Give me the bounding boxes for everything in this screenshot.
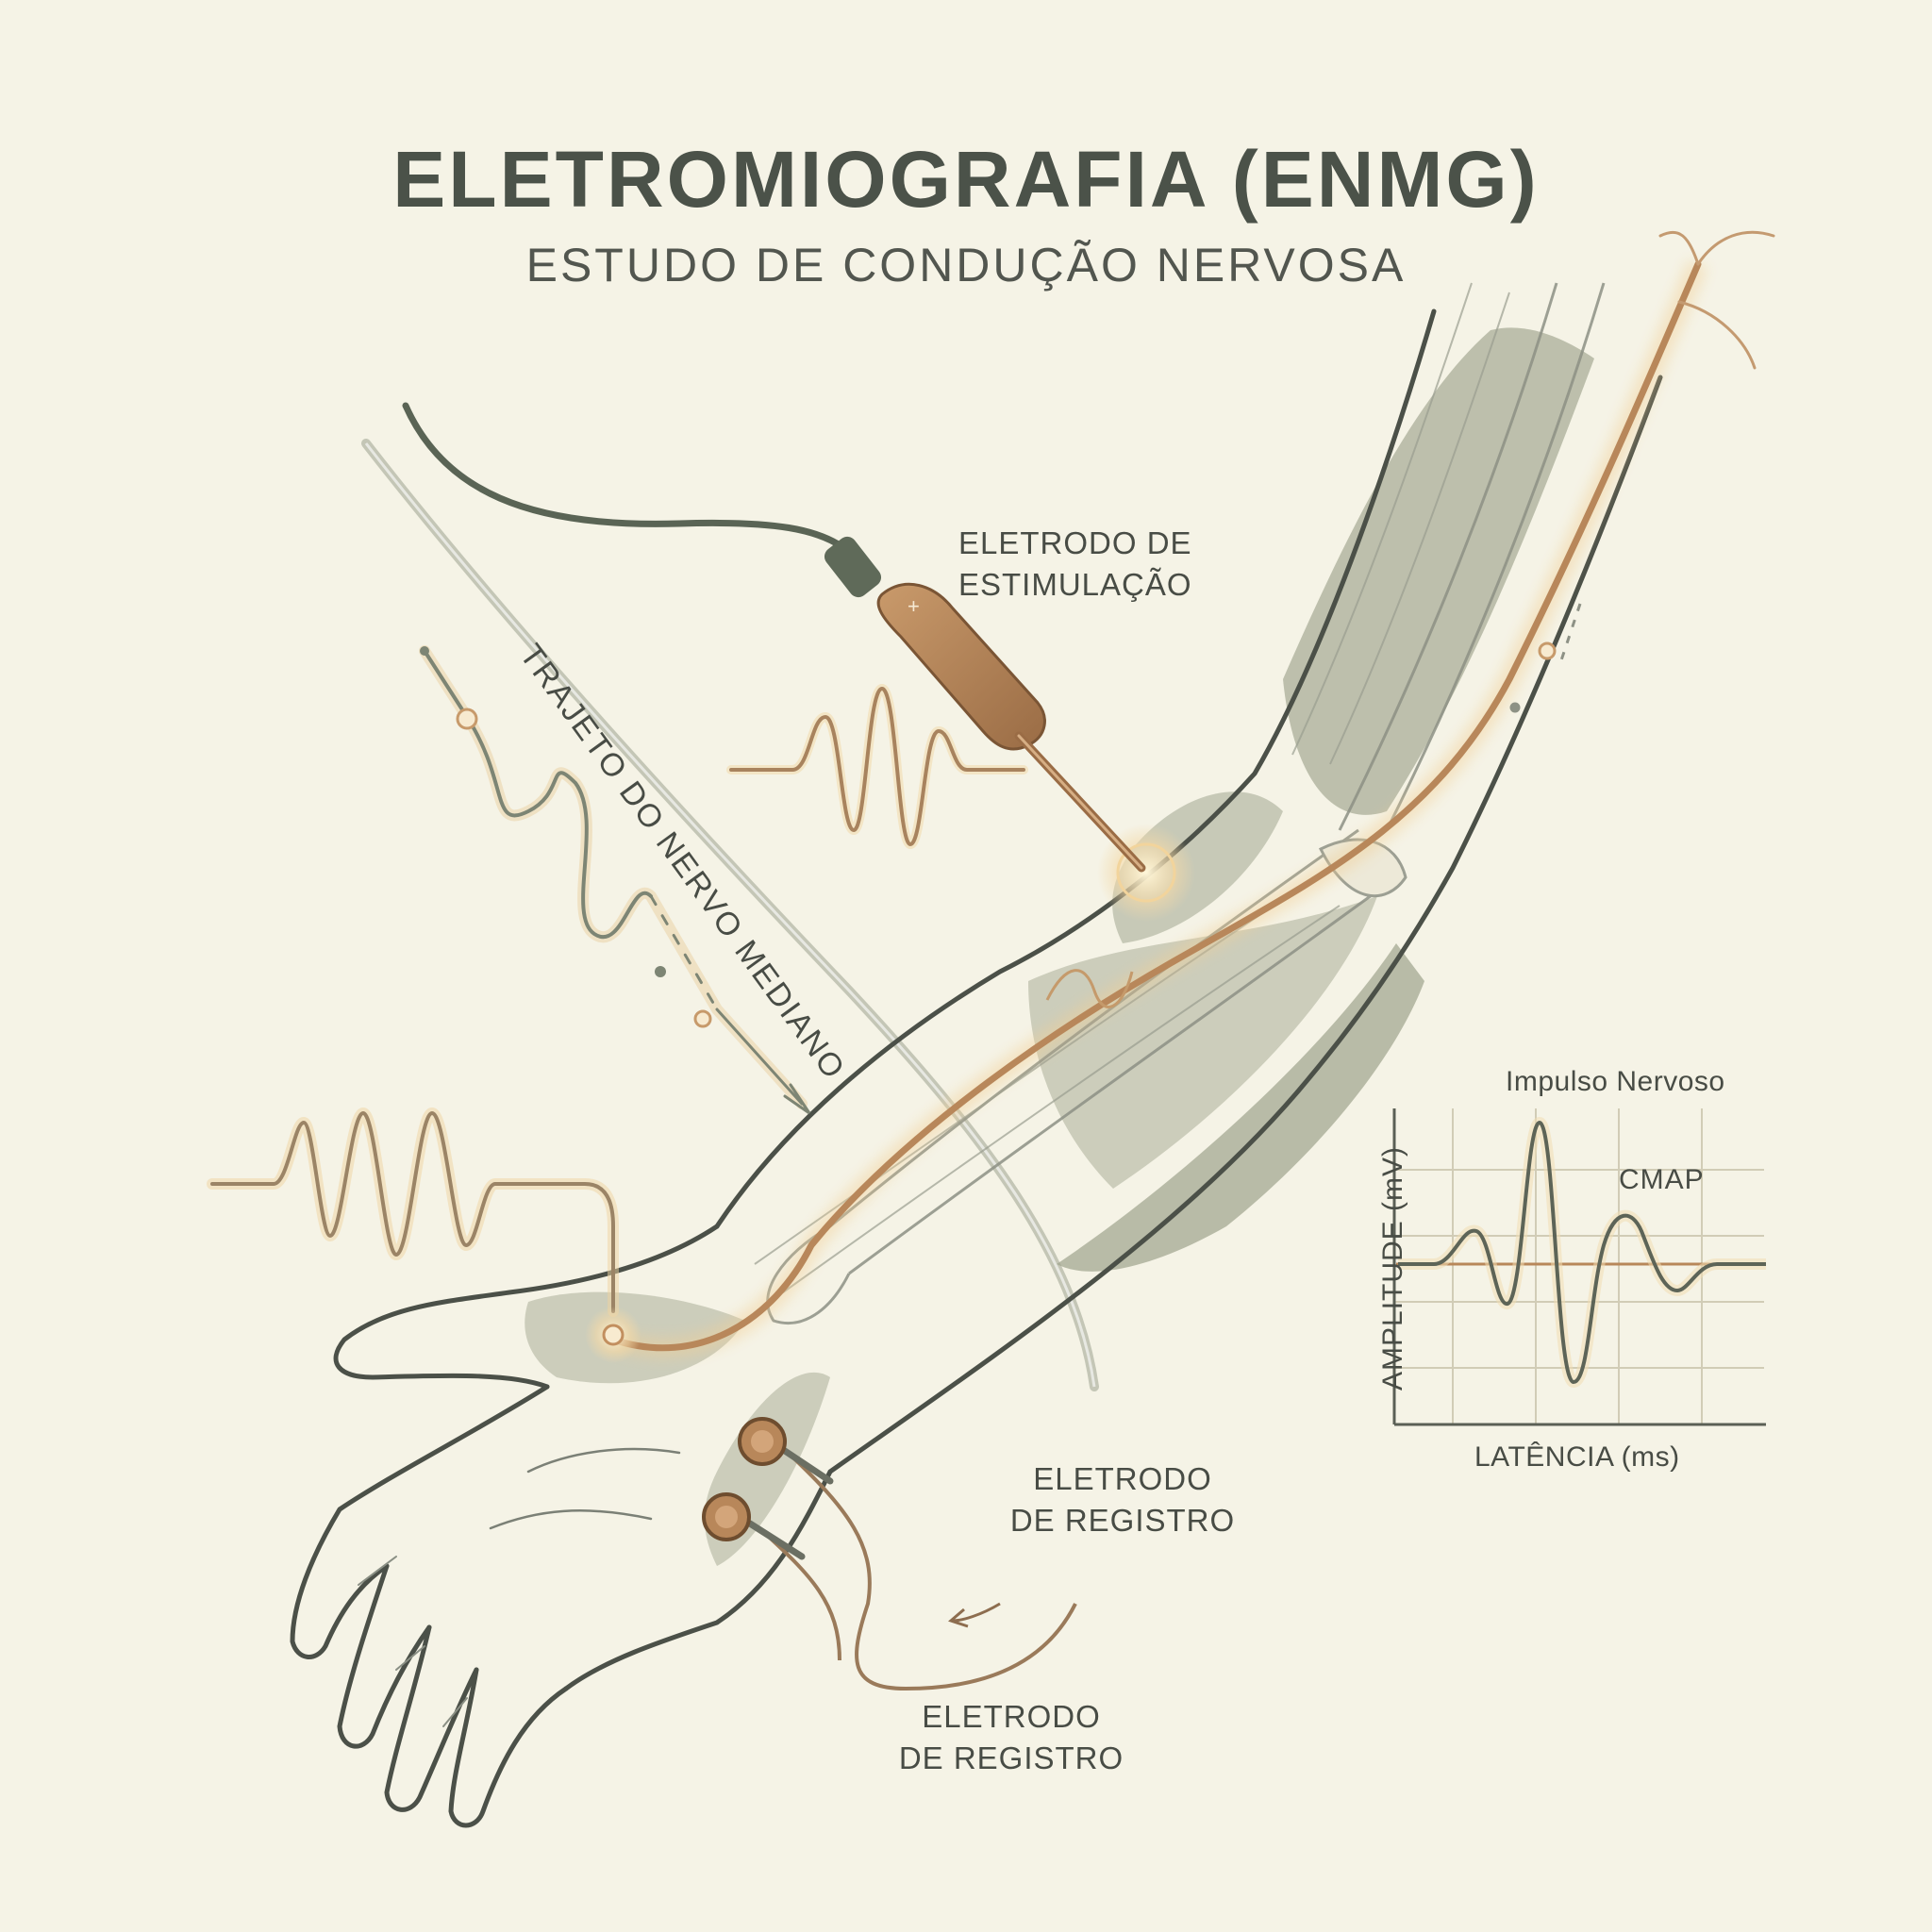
stimulating-electrode-label: ELETRODO DE ESTIMULAÇÃO (958, 525, 1192, 602)
right-marker (1509, 603, 1582, 713)
stimulus-waveform (726, 683, 1028, 850)
upper-arm-muscle (1283, 327, 1594, 815)
forearm-flexor-muscle (1028, 896, 1377, 1189)
chart-y-label: AMPLITUDE (mV) (1377, 1145, 1408, 1391)
chart-title: Impulso Nervoso (1506, 1066, 1725, 1097)
median-nerve (609, 260, 1702, 1352)
chart-grid (1394, 1108, 1764, 1424)
page-title: ELETROMIOGRAFIA (ENMG) (392, 135, 1540, 224)
recording-electrodes (702, 1417, 1077, 1691)
arm-bones (766, 282, 1606, 1325)
chart-x-label: LATÊNCIA (ms) (1474, 1441, 1680, 1473)
recording-electrode-label-upper: ELETRODO DE REGISTRO (1009, 1461, 1236, 1538)
cmap-trace (1398, 1121, 1766, 1384)
stim-wave (1045, 969, 1134, 1008)
conduction-waveform (419, 645, 811, 1115)
recording-electrode-label-lower: ELETRODO DE REGISTRO (898, 1699, 1124, 1775)
page-subtitle: ESTUDO DE CONDUÇÃO NERVOSA (525, 239, 1407, 291)
stimulator-cable (402, 402, 853, 556)
thenar-recording-point (602, 1324, 625, 1346)
forearm-muscle-lower (1057, 943, 1424, 1272)
recorded-waveform (207, 1107, 619, 1317)
stimulating-electrode (824, 536, 1146, 873)
cmap-peak-label: CMAP (1619, 1164, 1705, 1195)
cmap-chart (1392, 1108, 1766, 1426)
